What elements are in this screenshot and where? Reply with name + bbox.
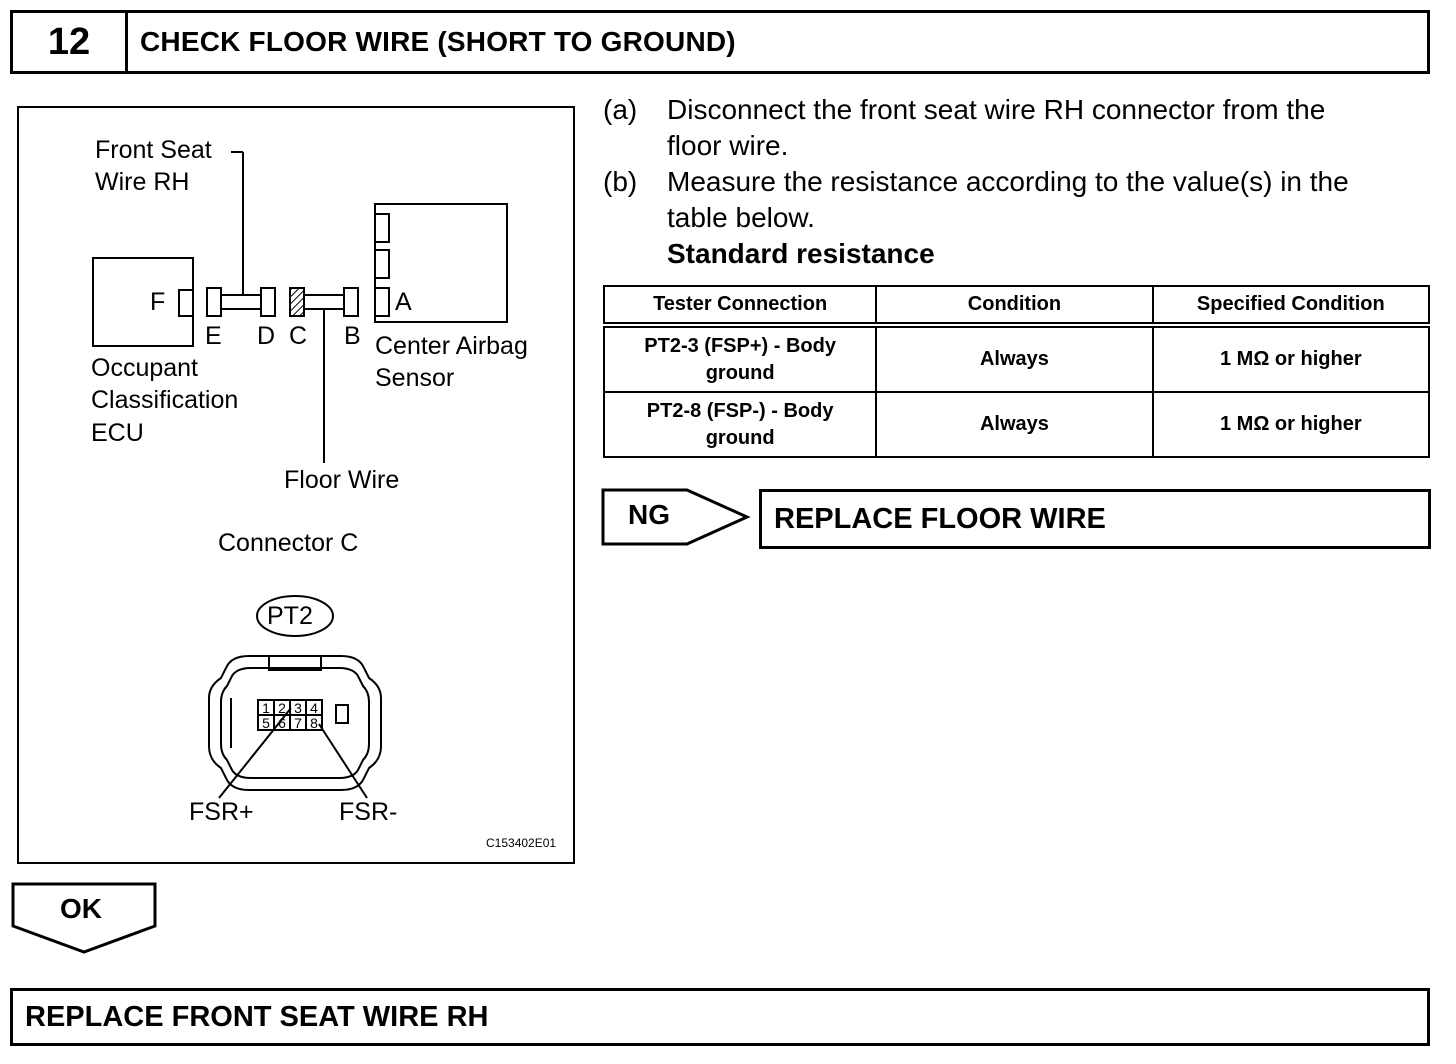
connector-f: [178, 289, 194, 317]
ok-arrow-icon: [11, 882, 157, 954]
step-b-line1: Measure the resistance according to the …: [667, 166, 1349, 197]
connector-a: [374, 287, 390, 317]
pt2-label: PT2: [267, 602, 313, 630]
connector-e: [206, 287, 222, 317]
connector-d-label: D: [257, 322, 276, 350]
instructions: (a) Disconnect the front seat wire RH co…: [603, 92, 1433, 272]
ng-arrow-icon: [601, 488, 751, 546]
header-condition: Condition: [875, 285, 1154, 328]
connector-c-title: Connector C: [218, 529, 359, 557]
table-row: PT2-8 (FSP-) - Body ground Always 1 MΩ o…: [602, 391, 1431, 458]
cell-connection-line1: PT2-3 (FSP+) - Body: [644, 334, 836, 357]
cell-connection-line1: PT2-8 (FSP-) - Body: [646, 399, 834, 422]
occupant-label-1: Occupant: [91, 354, 199, 382]
cell-connection: PT2-8 (FSP-) - Body ground: [602, 391, 878, 458]
header-specified-condition: Specified Condition: [1151, 285, 1431, 328]
occupant-label-3: ECU: [91, 419, 144, 447]
floor-wire-label: Floor Wire: [284, 466, 400, 494]
step-a-line1: Disconnect the front seat wire RH connec…: [667, 94, 1326, 125]
connector-c-face: [208, 655, 382, 791]
connector-b-label: B: [344, 322, 361, 350]
pin-4: 4: [310, 700, 318, 716]
pin-6: 6: [278, 715, 286, 731]
center-airbag-label-2: Sensor: [375, 364, 455, 392]
pin-5: 5: [262, 715, 270, 731]
step-b-line2: table below.: [667, 202, 815, 233]
front-seat-wire-label-2: Wire RH: [95, 168, 190, 196]
table-header-row: Tester Connection Condition Specified Co…: [602, 285, 1431, 328]
table-row: PT2-3 (FSP+) - Body ground Always 1 MΩ o…: [602, 324, 1431, 393]
connector-e-label: E: [205, 322, 222, 350]
wiring-diagram: 1 2 3 4 5 6 7 8 Front Seat Wire RH F E D…: [17, 106, 575, 864]
ok-label: OK: [60, 893, 102, 924]
pin-3: 3: [294, 700, 302, 716]
ok-action-box: REPLACE FRONT SEAT WIRE RH: [10, 988, 1430, 1046]
fsr-minus-label: FSR-: [339, 798, 398, 826]
connector-f-label: F: [150, 288, 166, 316]
connector-c: [289, 287, 305, 317]
cell-connection: PT2-3 (FSP+) - Body ground: [602, 324, 878, 393]
connector-a-label: A: [395, 288, 412, 316]
pin-7: 7: [294, 715, 302, 731]
cell-connection-line2: ground: [705, 361, 775, 384]
step-a-line2: floor wire.: [667, 130, 789, 161]
connector-c-label: C: [289, 322, 308, 350]
front-seat-wire-label-1: Front Seat: [95, 136, 212, 164]
cell-condition: Always: [875, 324, 1154, 393]
cell-condition: Always: [875, 391, 1154, 458]
ng-action-box: REPLACE FLOOR WIRE: [759, 489, 1431, 549]
connector-d: [260, 287, 276, 317]
step-number: 12: [13, 13, 128, 71]
wiring-diagram-graphic: 1 2 3 4 5 6 7 8: [92, 151, 508, 799]
pin-1: 1: [262, 700, 270, 716]
cell-connection-line2: ground: [705, 426, 775, 449]
center-airbag-label-1: Center Airbag: [375, 332, 528, 360]
resistance-table: Tester Connection Condition Specified Co…: [602, 285, 1431, 458]
standard-resistance-heading: Standard resistance: [667, 238, 935, 269]
header-tester-connection: Tester Connection: [602, 285, 878, 328]
cell-specified: 1 MΩ or higher: [1151, 324, 1431, 393]
cell-specified: 1 MΩ or higher: [1151, 391, 1431, 458]
ng-label: NG: [628, 499, 670, 530]
occupant-label-2: Classification: [91, 386, 239, 414]
connector-b: [343, 287, 359, 317]
pin-2: 2: [278, 700, 286, 716]
figure-code: C153402E01: [486, 836, 557, 850]
pin-8: 8: [310, 715, 318, 731]
step-header: 12 CHECK FLOOR WIRE (SHORT TO GROUND): [10, 10, 1430, 74]
pt2-oval: [256, 595, 334, 637]
step-a-marker: (a): [603, 94, 638, 125]
step-title: CHECK FLOOR WIRE (SHORT TO GROUND): [140, 26, 736, 57]
step-b-marker: (b): [603, 166, 638, 197]
fsr-plus-label: FSR+: [189, 798, 254, 826]
